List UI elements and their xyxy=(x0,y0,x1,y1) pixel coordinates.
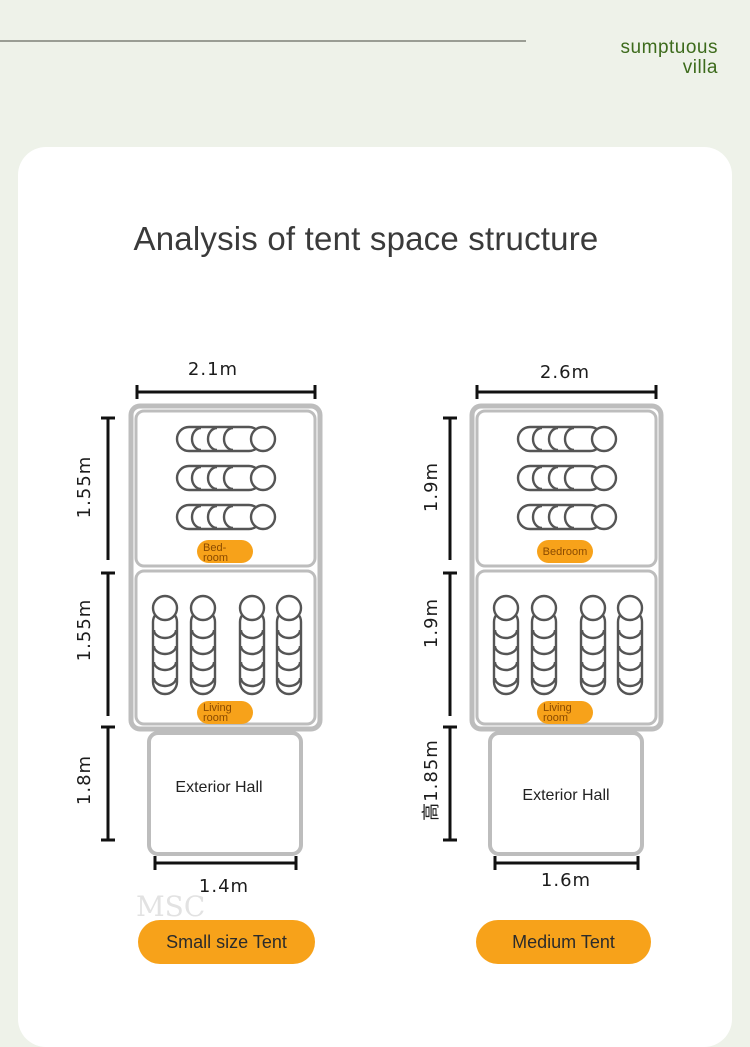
brand-line-2: villa xyxy=(682,57,718,78)
medium-hall-depth-label: 高1.85m xyxy=(421,739,442,821)
small-hall-label: Exterior Hall xyxy=(175,779,262,796)
small-width-dimension: 2.1m xyxy=(135,359,317,399)
small-tent-plan: 2.1m Bed- room Living room Exterior Hall xyxy=(74,359,323,897)
small-living-tag-line2: room xyxy=(203,712,228,724)
small-living-tag-line1: Living xyxy=(203,702,232,714)
medium-hall-label: Exterior Hall xyxy=(522,787,609,804)
small-exterior-hall xyxy=(147,731,303,856)
page-title: Analysis of tent space structure xyxy=(133,220,599,257)
medium-tent-button[interactable]: Medium Tent xyxy=(476,920,651,964)
medium-living-tag-line1: Living xyxy=(543,702,572,714)
small-living-depth-label: 1.55m xyxy=(74,599,95,662)
medium-living-tag: Living room xyxy=(537,701,593,724)
medium-hall-width-label: 1.6m xyxy=(541,870,591,891)
medium-bedroom-tag: Bedroom xyxy=(537,540,593,563)
small-bedroom-tag-line1: Bed- xyxy=(203,542,227,554)
medium-depth-dimensions: 1.9m 1.9m 高1.85m xyxy=(421,416,457,842)
medium-living-tag-line2: room xyxy=(543,712,568,724)
medium-tent-plan: 2.6m Bedroom Living room Exterior Hall xyxy=(421,362,664,891)
small-bedroom-tag-line2: room xyxy=(203,552,228,564)
small-hall-width-dimension: 1.4m xyxy=(153,856,298,897)
header-divider xyxy=(0,40,526,42)
medium-living-depth-label: 1.9m xyxy=(421,598,442,648)
watermark: MSC xyxy=(136,890,206,923)
medium-exterior-hall xyxy=(488,731,644,856)
small-living-tag: Living room xyxy=(197,701,253,724)
medium-bedroom-depth-label: 1.9m xyxy=(421,462,442,512)
medium-width-label: 2.6m xyxy=(540,362,590,383)
small-tent-outline xyxy=(128,403,323,732)
small-hall-depth-label: 1.8m xyxy=(74,755,95,805)
brand-line-1: sumptuous xyxy=(620,37,718,58)
medium-hall-width-dimension: 1.6m xyxy=(493,856,640,891)
medium-bedroom-tag-text: Bedroom xyxy=(543,546,588,558)
small-tent-button[interactable]: Small size Tent xyxy=(138,920,315,964)
tent-floor-plans: 2.1m Bed- room Living room Exterior Hall xyxy=(74,359,664,897)
medium-width-dimension: 2.6m xyxy=(475,362,658,399)
brand-logo: sumptuous villa xyxy=(621,38,718,78)
small-hall-width-label: 1.4m xyxy=(199,876,249,897)
small-bedroom-tag: Bed- room xyxy=(197,540,253,564)
small-bedroom-depth-label: 1.55m xyxy=(74,456,95,519)
small-width-label: 2.1m xyxy=(188,359,238,380)
medium-tent-outline xyxy=(469,403,664,732)
small-depth-dimensions: 1.55m 1.55m 1.8m xyxy=(74,416,115,842)
